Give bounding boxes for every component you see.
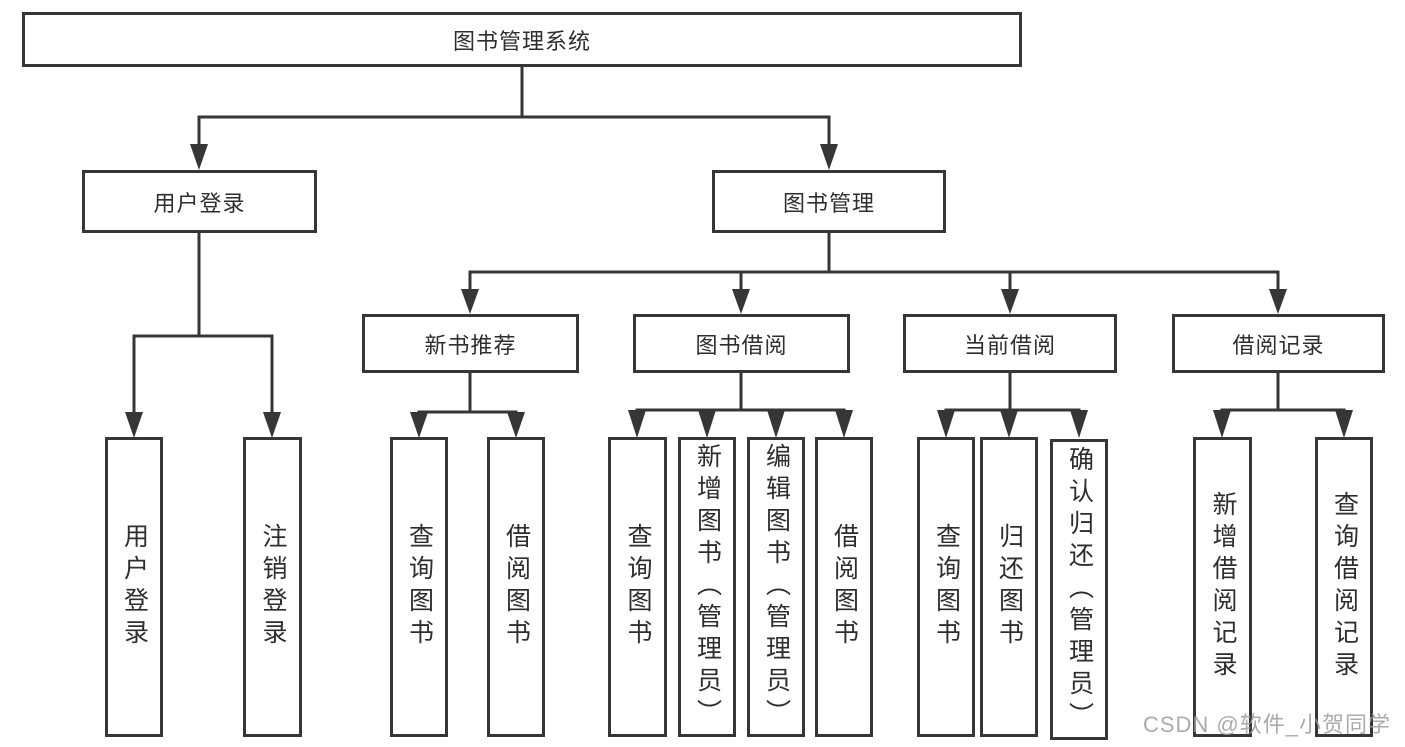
leaf-query-borrow-record-label: 查询借阅记录 [1330, 491, 1359, 683]
connector-borrow-records-to-leaves [1213, 369, 1353, 438]
leaf-logout-label: 注销登录 [259, 523, 287, 651]
leaf-query-books-current: 查询图书 [917, 437, 975, 737]
leaf-query-borrow-record: 查询借阅记录 [1315, 437, 1373, 737]
leaf-borrow-books-recommend-label: 借阅图书 [502, 523, 531, 651]
leaf-borrow-books-borrow: 借阅图书 [815, 437, 873, 737]
node-root-system: 图书管理系统 [22, 12, 1022, 67]
node-book-borrow: 图书借阅 [633, 314, 850, 373]
leaf-user-login: 用户登录 [105, 437, 163, 737]
connector-root-to-level2 [190, 63, 838, 170]
leaf-query-books-borrow: 查询图书 [608, 437, 667, 737]
leaf-query-books-borrow-label: 查询图书 [624, 523, 652, 651]
leaf-edit-book-admin-label: 编辑图书（管理员） [762, 443, 791, 731]
csdn-watermark: CSDN @软件_小贺同学 [1142, 712, 1391, 737]
node-borrow-records: 借阅记录 [1172, 314, 1385, 373]
leaf-user-login-label: 用户登录 [120, 523, 149, 651]
leaf-borrow-books-recommend: 借阅图书 [487, 437, 545, 737]
leaf-logout: 注销登录 [243, 437, 302, 737]
leaf-add-book-admin-label: 新增图书（管理员） [693, 443, 722, 731]
leaf-add-book-admin: 新增图书（管理员） [678, 437, 736, 737]
leaf-borrow-books-borrow-label: 借阅图书 [830, 523, 859, 651]
leaf-return-book: 归还图书 [980, 437, 1038, 737]
node-current-borrow: 当前借阅 [903, 314, 1117, 373]
leaf-confirm-return-admin: 确认归还（管理员） [1050, 439, 1108, 740]
node-user-login: 用户登录 [82, 170, 317, 233]
leaf-confirm-return-admin-label: 确认归还（管理员） [1065, 445, 1094, 734]
leaf-add-borrow-record: 新增借阅记录 [1193, 437, 1252, 737]
leaf-return-book-label: 归还图书 [995, 523, 1024, 651]
connector-new-book-recommend-to-leaves [410, 369, 525, 438]
leaf-query-books-recommend-label: 查询图书 [405, 523, 434, 651]
node-new-book-recommend: 新书推荐 [362, 314, 579, 373]
connector-user-login-to-leaves [125, 229, 281, 438]
leaf-add-borrow-record-label: 新增借阅记录 [1209, 491, 1237, 683]
node-book-management: 图书管理 [712, 170, 946, 233]
leaf-query-books-current-label: 查询图书 [932, 523, 961, 651]
leaf-edit-book-admin: 编辑图书（管理员） [747, 437, 805, 737]
connector-current-borrow-to-leaves [937, 369, 1088, 438]
connector-book-management-to-level3 [461, 229, 1287, 314]
leaf-query-books-recommend: 查询图书 [390, 437, 448, 737]
connector-book-borrow-to-leaves [628, 369, 853, 438]
